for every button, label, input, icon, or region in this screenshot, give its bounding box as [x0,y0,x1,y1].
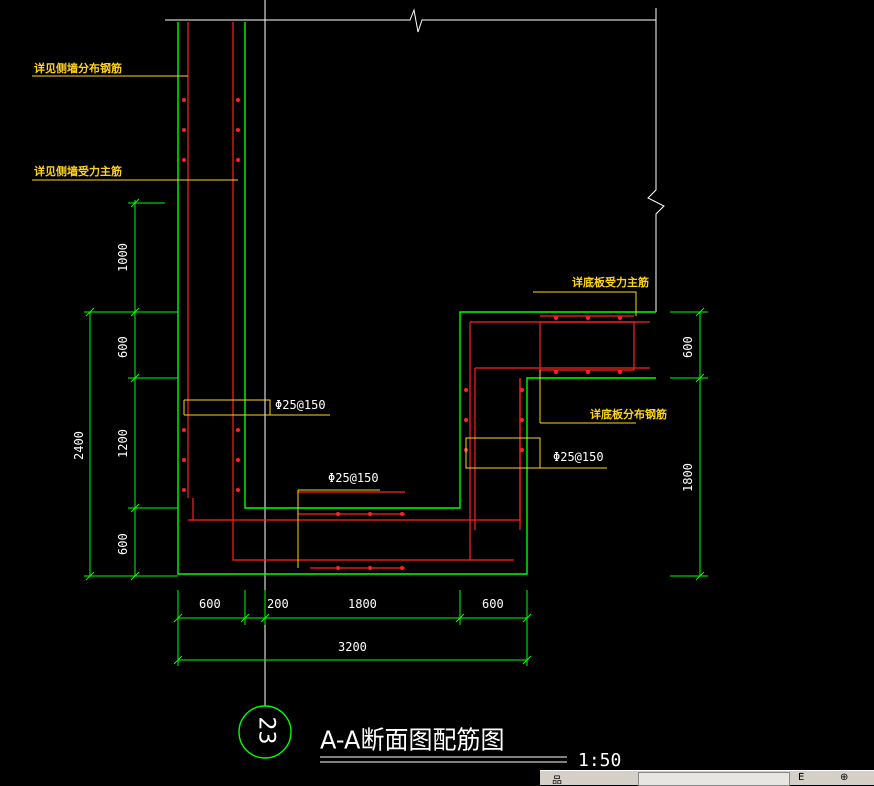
dim-left-1000: 1000 [116,243,130,272]
rebar-lines [187,22,650,569]
dim-bot-600-a: 600 [199,597,221,611]
dim-left-1200: 1200 [116,429,130,458]
top-break-line [165,8,665,312]
dim-bot-total: 3200 [338,640,367,654]
drawing-title: A-A断面图配筋图 [320,725,505,755]
detail-circle [238,705,292,759]
taskbar-item-4[interactable]: ⊕ [840,772,849,783]
dimension-lines [84,200,708,666]
dim-bot-200: 200 [267,597,289,611]
taskbar-item-1[interactable]: 品 [552,776,562,784]
rebar-left: Φ25@150 [275,398,326,412]
dim-bot-600-b: 600 [482,597,504,611]
dim-bot-1800: 1800 [348,597,377,611]
drawing-scale: 1:50 [578,750,622,771]
detail-number: 23 [253,716,279,745]
dim-left-600-bot: 600 [116,533,130,555]
dimension-ticks [85,198,705,665]
dim-right-600: 600 [681,336,695,358]
dim-right-1800: 1800 [681,463,695,492]
rebar-bottom: Φ25@150 [328,471,379,485]
dim-left-total: 2400 [72,431,86,460]
label-side-wall-distribution: 详见侧墙分布钢筋 [34,62,122,75]
rebar-right: Φ25@150 [553,450,604,464]
label-side-wall-main: 详见侧墙受力主筋 [34,165,122,178]
title-underline [320,756,567,763]
label-bottom-distribution: 详底板分布钢筋 [590,408,667,421]
dim-left-600-top: 600 [116,336,130,358]
leader-lines [32,75,637,568]
taskbar-strip: 品 Ê ⊕ [540,770,874,786]
label-bottom-main: 详底板受力主筋 [572,276,649,289]
rebar-dots [182,98,622,570]
taskbar-item-3[interactable]: Ê [798,772,805,783]
concrete-outline [177,22,656,575]
